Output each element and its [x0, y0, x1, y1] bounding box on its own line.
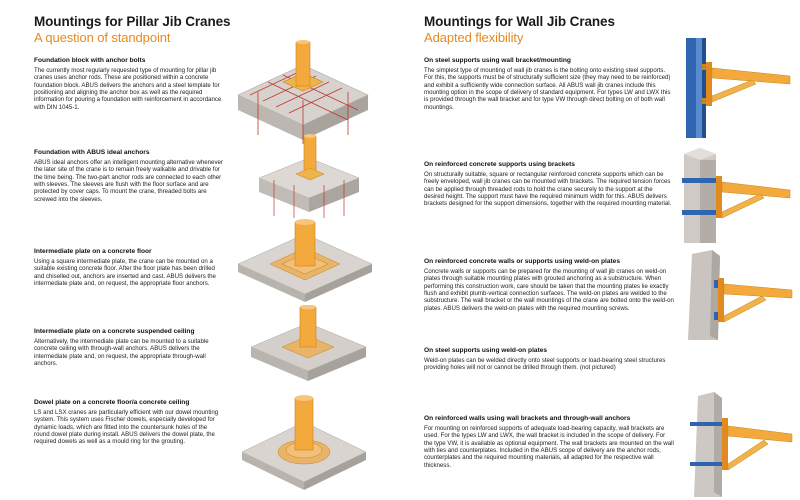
- pillar-section-dowel-plate: Dowel plate on a concrete floor/a concre…: [34, 399, 224, 446]
- concrete-support-brackets-illustration: [682, 148, 792, 243]
- section-heading: Intermediate plate on a concrete floor: [34, 248, 152, 255]
- dowel-plate-illustration: [234, 392, 374, 492]
- section-body: Weld-on plates can be welded directly on…: [424, 357, 666, 372]
- section-heading: Foundation block with anchor bolts: [34, 57, 146, 64]
- left-page: Mountings for Pillar Jib Cranes A questi…: [34, 14, 380, 492]
- pillar-section-intermediate-floor: Intermediate plate on a concrete floor U…: [34, 248, 224, 287]
- section-body: Alternatively, the intermediate plate ca…: [34, 338, 209, 368]
- section-body: LS and LSX cranes are particularly effic…: [34, 409, 219, 446]
- section-heading: Dowel plate on a concrete floor/a concre…: [34, 399, 190, 406]
- left-page-title: Mountings for Pillar Jib Cranes: [34, 14, 231, 29]
- left-page-subtitle: A question of standpoint: [34, 30, 171, 45]
- section-heading: Foundation with ABUS ideal anchors: [34, 149, 150, 156]
- foundation-anchor-bolts-illustration: [228, 40, 378, 145]
- steel-support-bracket-illustration: [682, 38, 792, 138]
- right-page-title: Mountings for Wall Jib Cranes: [424, 14, 615, 29]
- section-body: ABUS ideal anchors offer an intelligent …: [34, 159, 223, 203]
- section-heading: On steel supports using weld-on plates: [424, 347, 548, 354]
- section-heading: On steel supports using wall bracket/mou…: [424, 57, 571, 64]
- concrete-wall-weld-on-illustration: [684, 250, 794, 340]
- pillar-section-ideal-anchors: Foundation with ABUS ideal anchors ABUS …: [34, 149, 224, 203]
- intermediate-plate-ceiling-illustration: [246, 305, 371, 385]
- wall-section-steel-bracket: On steel supports using wall bracket/mou…: [424, 57, 674, 111]
- section-body: Using a square intermediate plate, the c…: [34, 258, 216, 288]
- section-heading: Intermediate plate on a concrete suspend…: [34, 328, 195, 335]
- section-body: On structurally suitable, square or rect…: [424, 171, 672, 208]
- wall-through-anchors-illustration: [688, 392, 793, 497]
- wall-section-through-wall-anchors: On reinforced walls using wall brackets …: [424, 415, 674, 469]
- right-page-subtitle: Adapted flexibility: [424, 30, 524, 45]
- pillar-section-anchor-bolts: Foundation block with anchor bolts The c…: [34, 57, 224, 111]
- section-body: The currently most regularly requested t…: [34, 67, 222, 111]
- section-heading: On reinforced concrete supports using br…: [424, 161, 575, 168]
- section-body: For mounting on reinforced supports of a…: [424, 425, 674, 469]
- wall-section-steel-weld-on: On steel supports using weld-on plates W…: [424, 347, 674, 372]
- right-page: Mountings for Wall Jib Cranes Adapted fl…: [400, 0, 800, 500]
- section-heading: On reinforced walls using wall brackets …: [424, 415, 631, 422]
- pillar-section-intermediate-ceiling: Intermediate plate on a concrete suspend…: [34, 328, 224, 367]
- wall-section-concrete-brackets: On reinforced concrete supports using br…: [424, 161, 674, 208]
- section-heading: On reinforced concrete walls or supports…: [424, 258, 621, 265]
- wall-section-weld-on-plates: On reinforced concrete walls or supports…: [424, 258, 674, 312]
- intermediate-plate-floor-illustration: [230, 218, 380, 303]
- ideal-anchors-illustration: [254, 130, 364, 220]
- section-body: The simplest type of mounting of wall ji…: [424, 67, 671, 111]
- section-body: Concrete walls or supports can be prepar…: [424, 268, 674, 312]
